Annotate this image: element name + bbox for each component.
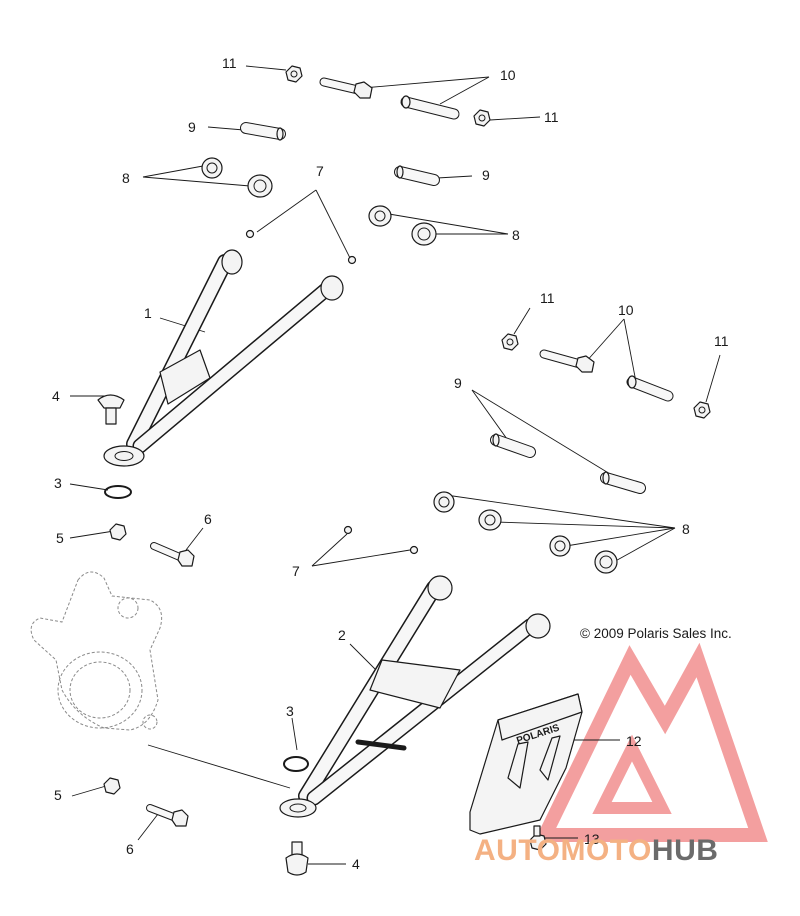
callout-9: 9 [482, 167, 490, 183]
callout-10: 10 [500, 67, 516, 83]
bolt-10-mid-right [626, 375, 674, 402]
bushing-8-mid-4 [594, 550, 618, 574]
grease-fitting-7-b [347, 255, 357, 265]
callout-9: 9 [188, 119, 196, 135]
callout-11: 11 [714, 333, 729, 349]
callout-labels: 11 10 11 9 8 7 9 8 1 4 11 10 11 9 3 5 6 … [52, 55, 729, 872]
callout-5: 5 [56, 530, 64, 546]
callout-4: 4 [352, 856, 360, 872]
callout-9: 9 [454, 375, 462, 391]
callout-1: 1 [144, 305, 152, 321]
retaining-ring-3-upper [104, 485, 132, 499]
grease-fitting-7-a [245, 229, 255, 239]
bolt-6-lower [146, 804, 189, 827]
callout-13: 13 [584, 831, 600, 847]
callout-3: 3 [54, 475, 62, 491]
callout-11: 11 [222, 55, 237, 71]
watermark-part-moto: MOTO [560, 834, 652, 867]
bushing-8-top-right-a [368, 205, 392, 227]
screw-13 [529, 825, 547, 851]
callout-6: 6 [204, 511, 212, 527]
steering-knuckle-ghost [30, 571, 163, 731]
grease-fitting-7-d [409, 545, 419, 555]
callout-7: 7 [292, 563, 300, 579]
bushing-8-mid-3 [549, 535, 571, 557]
skid-guard-12: POLARIS [469, 693, 583, 835]
nut-5-upper [109, 523, 127, 541]
lower-a-arm-2 [279, 575, 551, 818]
nut-5-lower [103, 777, 121, 795]
callout-7: 7 [316, 163, 324, 179]
watermark-part-hub: HUB [651, 834, 719, 867]
bushing-8-top-right-b [411, 222, 437, 246]
ball-joint-4-lower [285, 841, 309, 876]
bushing-8-top-left-a [201, 157, 223, 179]
leader-lines [69, 65, 721, 865]
lock-nut-11-top-left [285, 65, 303, 83]
callout-8: 8 [122, 170, 130, 186]
callout-11: 11 [544, 109, 559, 125]
sleeve-9-top-left [240, 122, 286, 141]
callout-2: 2 [338, 627, 346, 643]
retaining-ring-3-lower [283, 756, 309, 772]
callout-4: 4 [52, 388, 60, 404]
callout-8: 8 [512, 227, 520, 243]
bushing-8-mid-2 [478, 509, 502, 531]
grease-fitting-7-c [343, 525, 353, 535]
bushing-8-mid-1 [433, 491, 455, 513]
lock-nut-11-top-right [473, 109, 491, 127]
lock-nut-11-mid-right [693, 401, 711, 419]
callout-3: 3 [286, 703, 294, 719]
callout-5: 5 [54, 787, 62, 803]
sleeve-9-mid-upper [490, 433, 536, 458]
callout-11: 11 [540, 290, 555, 306]
bolt-10-top-right [400, 95, 460, 120]
callout-6: 6 [126, 841, 134, 857]
lock-nut-11-mid-left [501, 333, 519, 351]
sleeve-9-mid-lower [600, 471, 646, 494]
watermark-part-auto: AUTO [474, 834, 561, 867]
watermark-logo-icon [533, 642, 768, 842]
callout-12: 12 [626, 733, 642, 749]
upper-a-arm-1 [103, 249, 344, 467]
callout-10: 10 [618, 302, 634, 318]
ball-joint-4-upper [97, 394, 125, 425]
bushing-8-top-left-b [247, 174, 273, 198]
copyright-notice: © 2009 Polaris Sales Inc. [580, 626, 732, 641]
watermark-text: AUTOMOTOHUB [474, 836, 718, 866]
sleeve-9-top-right [394, 165, 440, 186]
bolt-6-upper [150, 542, 195, 567]
bolt-10-top-left [319, 77, 373, 99]
callout-8: 8 [682, 521, 690, 537]
bolt-10-mid-left [539, 349, 595, 373]
